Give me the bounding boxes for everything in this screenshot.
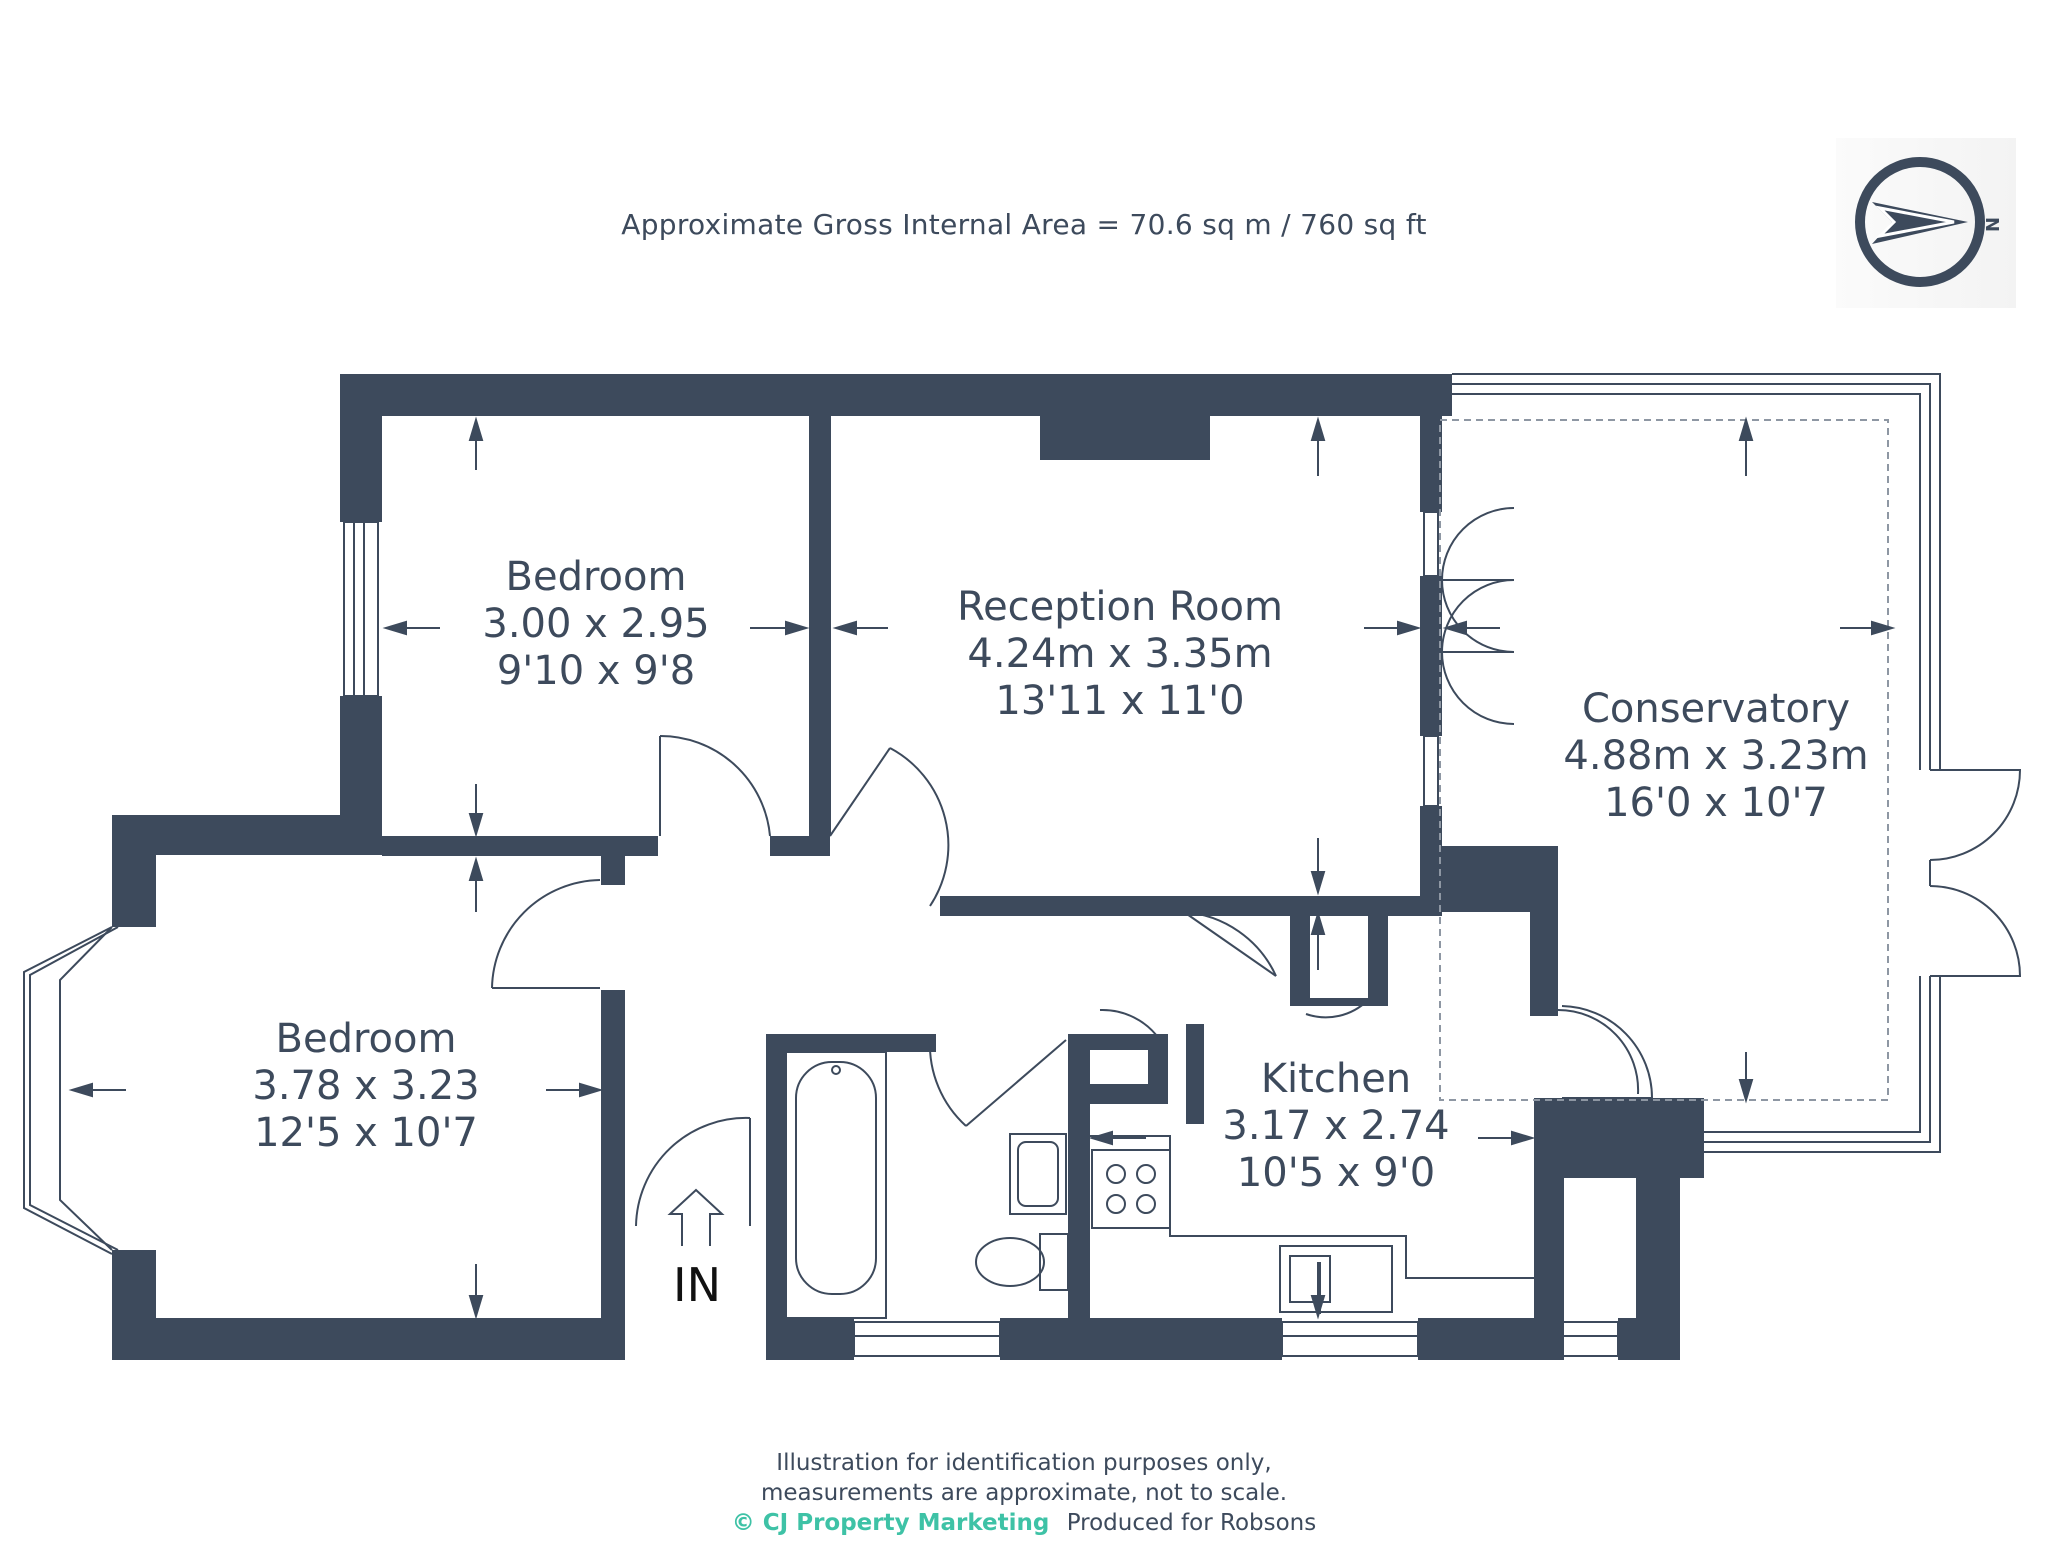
room-bedroom-1: Bedroom 3.00 x 2.95 9'10 x 9'8	[436, 554, 756, 696]
room-name: Reception Room	[957, 584, 1283, 630]
room-name: Bedroom	[505, 554, 687, 600]
room-bedroom-2: Bedroom 3.78 x 3.23 12'5 x 10'7	[206, 1016, 526, 1158]
room-imperial: 12'5 x 10'7	[254, 1110, 478, 1157]
room-reception: Reception Room 4.24m x 3.35m 13'11 x 11'…	[910, 584, 1330, 726]
gross-internal-area: Approximate Gross Internal Area = 70.6 s…	[621, 208, 1427, 241]
room-metric: 3.00 x 2.95	[482, 601, 710, 648]
entrance-arrow-icon	[667, 1188, 725, 1246]
north-arrow-icon	[1855, 157, 1985, 287]
room-imperial: 10'5 x 9'0	[1236, 1150, 1436, 1197]
room-conservatory: Conservatory 4.88m x 3.23m 16'0 x 10'7	[1516, 686, 1916, 828]
room-name: Conservatory	[1581, 686, 1851, 732]
dimension-arrows	[68, 416, 1896, 1320]
disclaimer-line-1: Illustration for identification purposes…	[776, 1450, 1272, 1476]
room-metric: 3.17 x 2.74	[1222, 1103, 1450, 1150]
room-kitchen: Kitchen 3.17 x 2.74 10'5 x 9'0	[1196, 1056, 1476, 1198]
walls	[112, 374, 1704, 1360]
produced-for: Produced for Robsons	[1066, 1510, 1317, 1536]
room-imperial: 13'11 x 11'0	[995, 678, 1245, 725]
doors	[491, 507, 2022, 1227]
conservatory-frame	[1452, 373, 1941, 1153]
footer: Illustration for identification purposes…	[0, 1448, 2048, 1538]
room-name: Bedroom	[275, 1016, 457, 1062]
room-imperial: 16'0 x 10'7	[1604, 780, 1828, 827]
entrance-label: IN	[673, 1258, 721, 1312]
disclaimer-line-2: measurements are approximate, not to sca…	[760, 1480, 1288, 1506]
room-metric: 3.78 x 3.23	[252, 1063, 480, 1110]
room-imperial: 9'10 x 9'8	[496, 648, 696, 695]
room-metric: 4.88m x 3.23m	[1563, 733, 1869, 780]
fixtures	[785, 1051, 1534, 1319]
room-name: Kitchen	[1260, 1056, 1412, 1102]
compass: N	[1836, 138, 2016, 308]
windows	[23, 511, 1619, 1357]
brand-credit: © CJ Property Marketing	[731, 1510, 1050, 1536]
room-metric: 4.24m x 3.35m	[967, 631, 1273, 678]
